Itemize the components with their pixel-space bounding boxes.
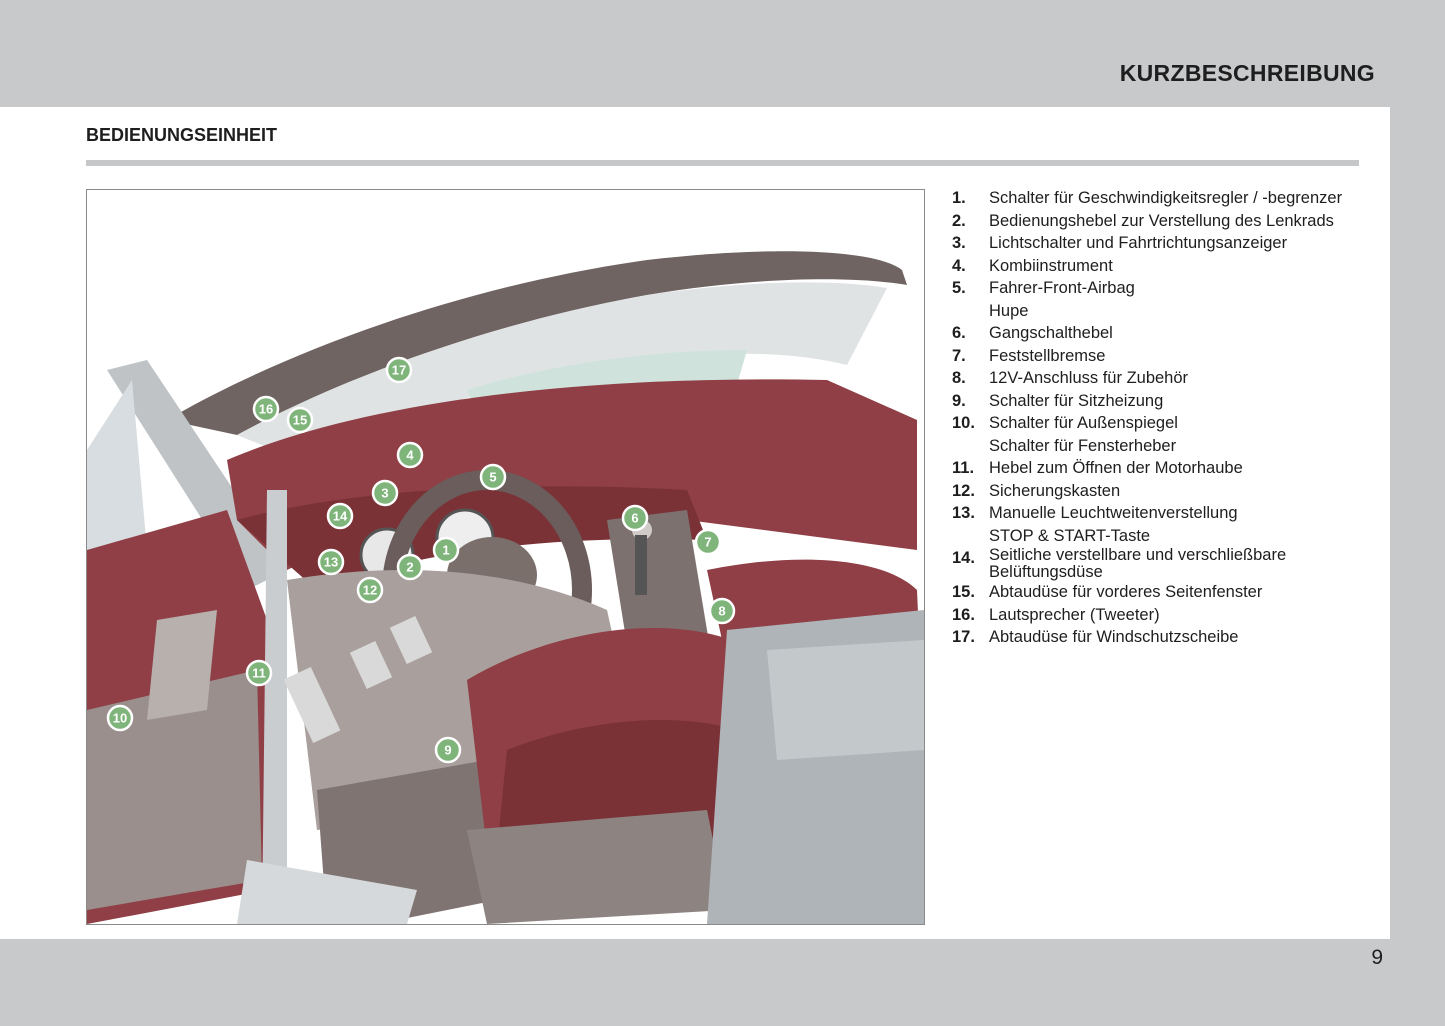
svg-text:1: 1	[442, 543, 449, 558]
svg-text:9: 9	[444, 743, 451, 758]
svg-text:3: 3	[381, 486, 388, 501]
legend-item: 6.Gangschalthebel	[952, 324, 1113, 342]
svg-text:7: 7	[704, 535, 711, 550]
svg-text:15: 15	[293, 413, 307, 428]
marker-10: 10	[106, 704, 134, 732]
legend-subitem: Hupe	[989, 301, 1029, 320]
legend-item: 3.Lichtschalter und Fahrtrichtungsanzeig…	[952, 234, 1288, 252]
legend-subitem: STOP & START-Taste	[989, 526, 1151, 545]
marker-8: 8	[708, 597, 736, 625]
legend-item: 16.Lautsprecher (Tweeter)	[952, 605, 1160, 624]
legend-item: 14.Seitliche verstellbare und verschließ…	[952, 546, 1287, 581]
legend-item: 8.12V-Anschluss für Zubehör	[952, 369, 1189, 387]
marker-16: 16	[252, 395, 280, 423]
legend-item: 4.Kombiinstrument	[952, 256, 1113, 275]
legend-item: 7.Feststellbremse	[952, 346, 1106, 365]
svg-text:2: 2	[406, 560, 413, 575]
marker-13: 13	[317, 548, 345, 576]
legend-item: 13.Manuelle Leuchtweitenverstellung	[952, 504, 1238, 522]
svg-text:11: 11	[252, 666, 266, 681]
legend-subitem: Schalter für Fensterheber	[989, 436, 1177, 455]
marker-5: 5	[479, 463, 507, 491]
marker-4: 4	[396, 441, 424, 469]
marker-3: 3	[371, 479, 399, 507]
marker-12: 12	[356, 576, 384, 604]
marker-15: 15	[286, 406, 314, 434]
svg-text:6: 6	[631, 511, 638, 526]
legend-item: 11.Hebel zum Öffnen der Motorhaube	[952, 459, 1243, 477]
legend-item: 2.Bedienungshebel zur Verstellung des Le…	[952, 211, 1334, 230]
marker-14: 14	[326, 502, 354, 530]
section-title: BEDIENUNGSEINHEIT	[86, 125, 278, 145]
marker-1: 1	[432, 536, 460, 564]
legend-item: 12.Sicherungskasten	[952, 481, 1121, 500]
legend-item: 10.Schalter für Außenspiegel	[952, 414, 1178, 432]
section-divider	[86, 160, 1359, 166]
legend-item: 1.Schalter für Geschwindigkeitsregler / …	[952, 189, 1343, 207]
svg-text:5: 5	[489, 470, 496, 485]
component-legend: 1.Schalter für Geschwindigkeitsregler / …	[952, 187, 1372, 649]
svg-text:17: 17	[392, 363, 406, 378]
legend-item: 17.Abtaudüse für Windschutzscheibe	[952, 628, 1239, 646]
marker-6: 6	[621, 504, 649, 532]
marker-2: 2	[396, 553, 424, 581]
marker-17: 17	[385, 356, 413, 384]
marker-7: 7	[694, 528, 722, 556]
svg-text:10: 10	[113, 711, 127, 726]
marker-9: 9	[434, 736, 462, 764]
legend-item: 15.Abtaudüse für vorderes Seitenfenster	[952, 583, 1263, 601]
legend-item: 9.Schalter für Sitzheizung	[952, 391, 1164, 410]
chapter-title: KURZBESCHREIBUNG	[1119, 60, 1375, 86]
svg-text:4: 4	[406, 448, 414, 463]
svg-text:12: 12	[363, 583, 377, 598]
header-band	[0, 0, 1445, 107]
svg-text:8: 8	[718, 604, 725, 619]
svg-text:14: 14	[333, 509, 348, 524]
page-number: 9	[1371, 946, 1383, 969]
svg-text:13: 13	[324, 555, 338, 570]
page-content: BEDIENUNGSEINHEIT	[0, 107, 1390, 939]
svg-text:16: 16	[259, 402, 273, 417]
marker-11: 11	[245, 659, 273, 687]
cockpit-illustration: 1 2 3 4 5 6 7 8 9 10 11 12 13 14 15 16 1…	[86, 189, 925, 925]
legend-item: 5.Fahrer-Front-Airbag	[952, 279, 1135, 297]
